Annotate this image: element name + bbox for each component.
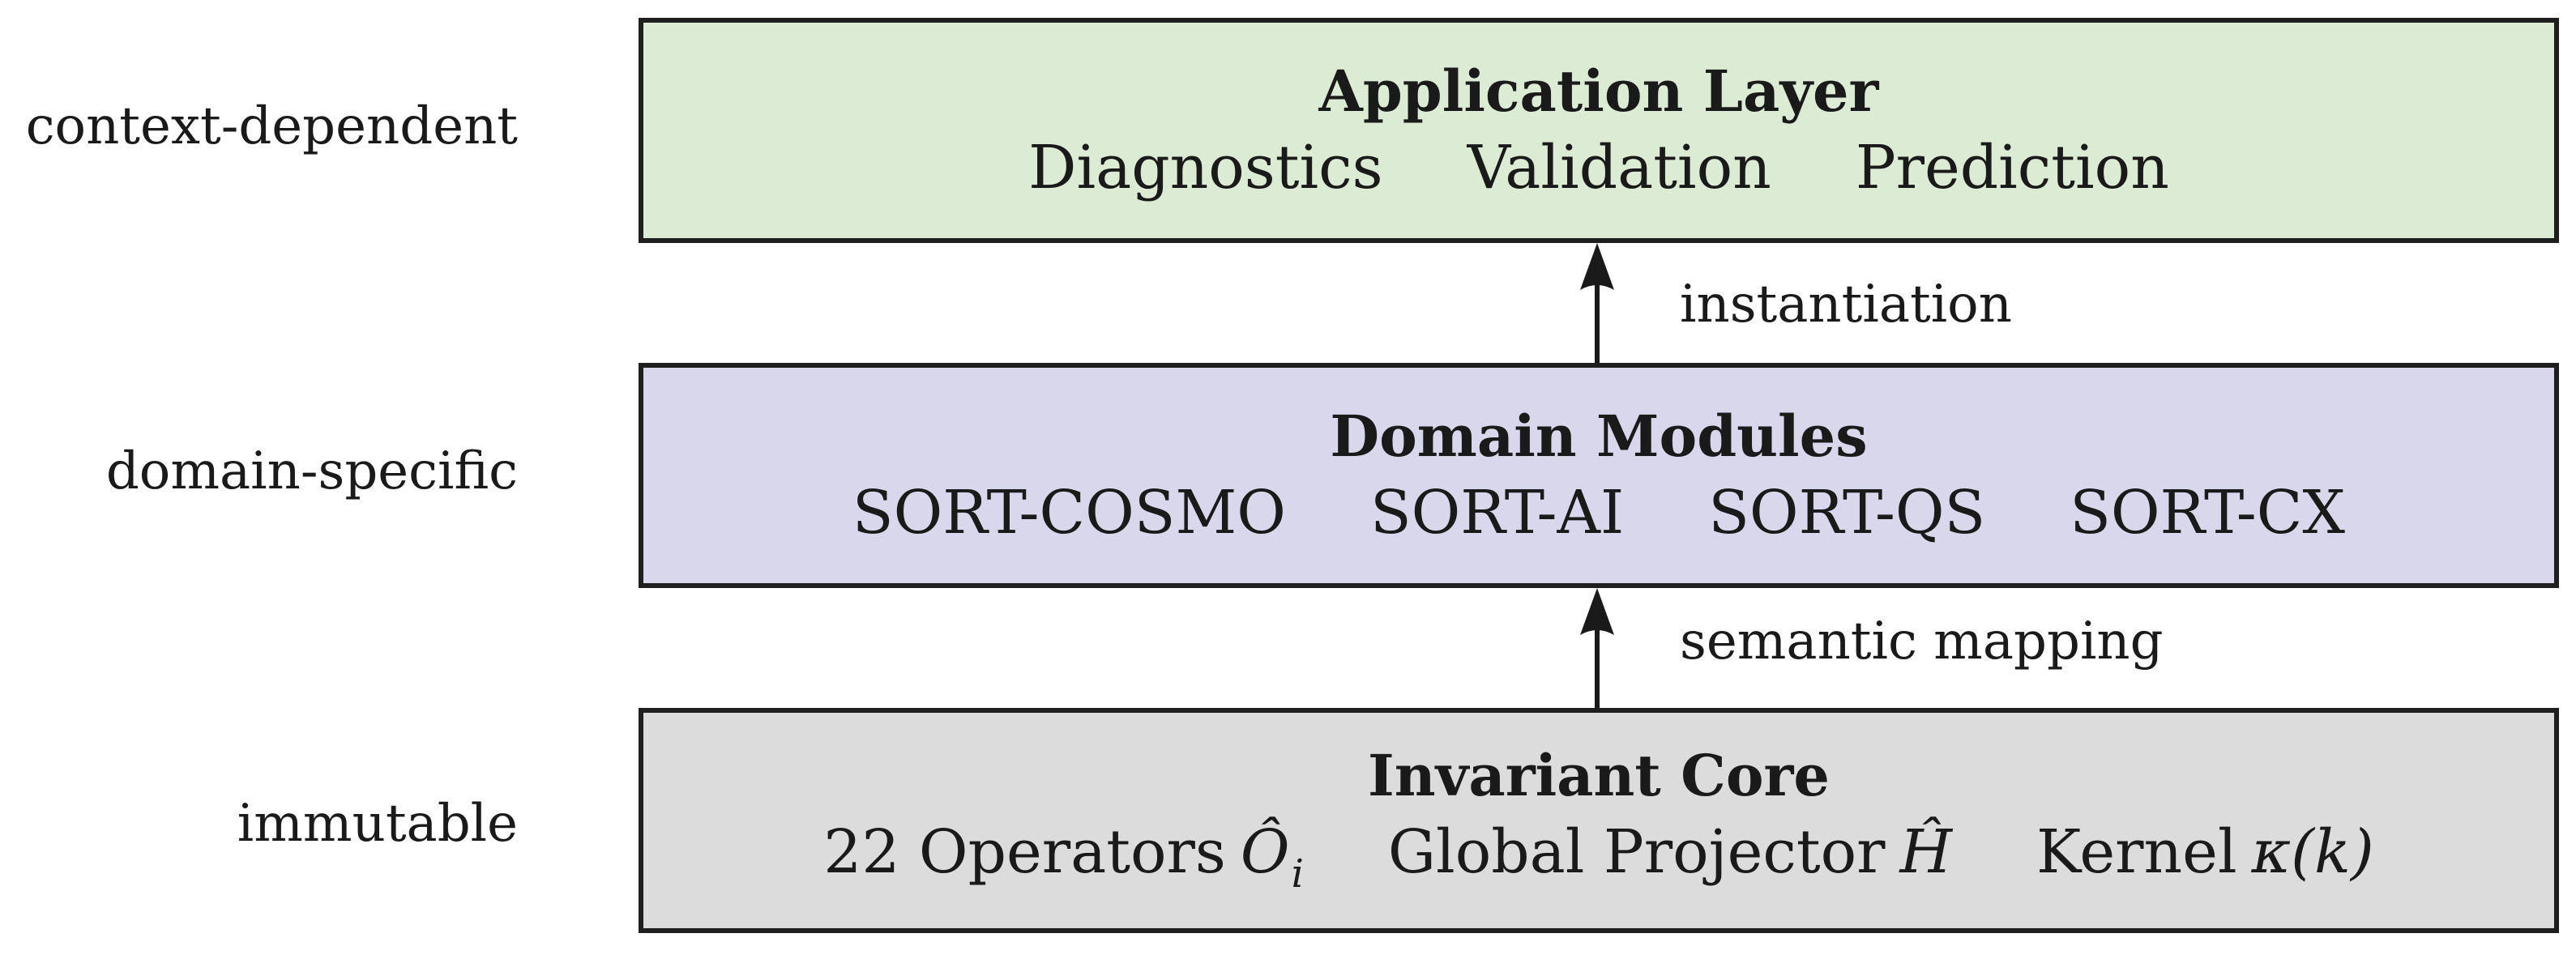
item-sort-ai: SORT-AI [1369,478,1625,548]
item-operators: 22 Operators Ôi [823,822,1304,893]
item-prediction: Prediction [1855,133,2169,202]
side-label-immutable: immutable [237,794,518,854]
operator-symbol: Ôi [1240,817,1304,897]
semantic-mapping-label: semantic mapping [1680,612,2164,671]
application-layer-items: Diagnostics Validation Prediction [1028,138,2169,198]
domain-modules-items: SORT-COSMO SORT-AI SORT-QS SORT-CX [852,483,2345,543]
projector-symbol: Ĥ [1899,817,1953,887]
item-sort-cosmo: SORT-COSMO [852,478,1286,548]
projector-text: Global Projector [1387,817,1886,887]
item-kernel: Kernel κ(k) [2036,822,2374,882]
item-sort-qs: SORT-QS [1708,478,1986,548]
instantiation-arrow [1580,243,1614,363]
kernel-argument: (k) [2291,817,2374,887]
invariant-core-title: Invariant Core [1368,742,1830,809]
invariant-core-items: 22 Operators Ôi Global Projector Ĥ Kerne… [823,822,2374,893]
operator-subscript: i [1291,851,1304,897]
item-diagnostics: Diagnostics [1028,133,1383,202]
side-label-context-dependent: context-dependent [25,96,518,156]
kernel-symbol: κ(k) [2251,817,2374,887]
semantic-mapping-arrow [1580,588,1614,708]
application-layer-box: Application Layer Diagnostics Validation… [639,18,2559,243]
application-layer-title: Application Layer [1318,58,1879,125]
domain-modules-box: Domain Modules SORT-COSMO SORT-AI SORT-Q… [639,363,2559,588]
side-label-domain-specific: domain-specific [105,441,518,501]
item-validation: Validation [1467,133,1771,202]
instantiation-label: instantiation [1680,275,2012,335]
operators-text: 22 Operators [823,817,1226,887]
kernel-text: Kernel [2036,817,2237,887]
domain-modules-title: Domain Modules [1330,403,1868,470]
item-sort-cx: SORT-CX [2070,478,2346,548]
item-global-projector: Global Projector Ĥ [1388,822,1952,882]
invariant-core-box: Invariant Core 22 Operators Ôi Global Pr… [639,708,2559,933]
